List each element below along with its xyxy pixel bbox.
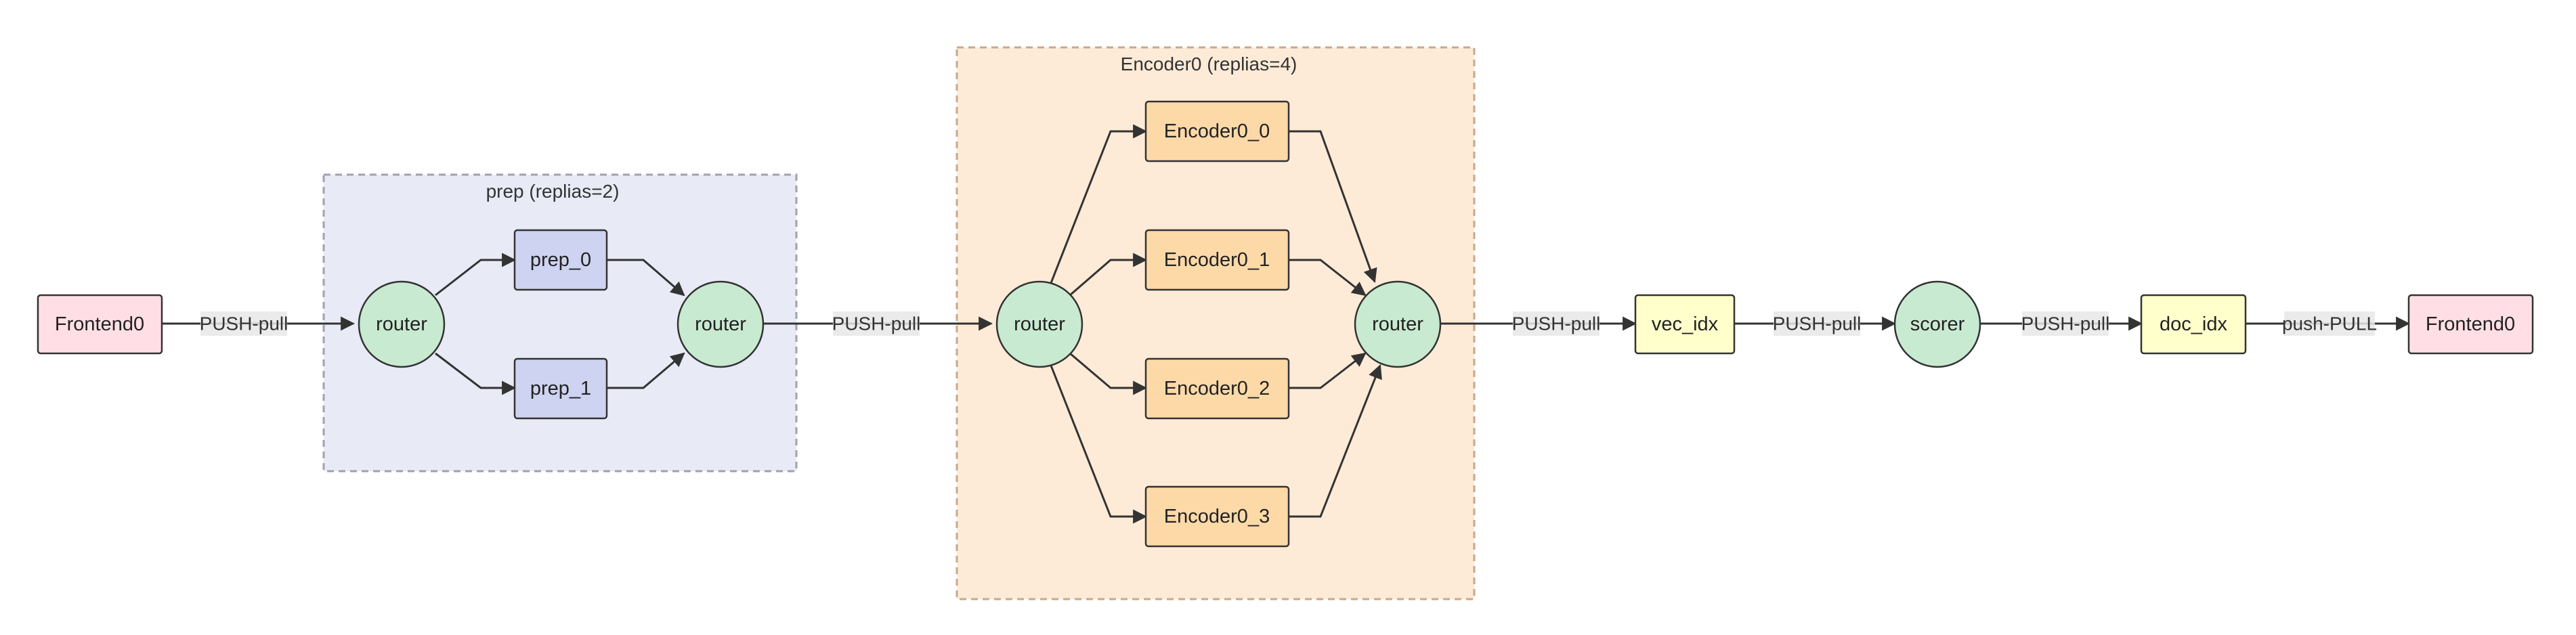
node-prep-1: prep_1 [513,357,608,420]
edge-labels: PUSH-pull PUSH-pull PUSH-pull PUSH-pull … [200,311,2377,336]
svg-text:PUSH-pull: PUSH-pull [200,313,288,334]
edge-label-4: PUSH-pull [1773,311,1862,336]
node-vec-idx: vec_idx [1634,294,1736,355]
node-encoder0-2: Encoder0_2 [1144,357,1290,420]
node-router-2: router [677,280,765,368]
svg-text:router: router [1372,313,1423,335]
svg-text:router: router [376,313,427,335]
edge-label-6: push-PULL [2282,311,2377,336]
edge-enc1-router4 [1289,259,1367,297]
cluster-prep-label: prep (replias=2) [486,181,620,202]
edge-prep1-router2 [607,352,685,389]
node-encoder0-0: Encoder0_0 [1144,100,1290,162]
svg-text:router: router [1014,313,1065,335]
node-doc-idx: doc_idx [2140,294,2247,355]
edge-router3-enc3 [1050,365,1148,524]
node-router-1: router [358,280,446,368]
edge-router3-enc1 [1069,253,1148,297]
svg-text:doc_idx: doc_idx [2160,313,2227,335]
node-encoder0-1: Encoder0_1 [1144,229,1290,291]
nodes: Frontend0 router prep_0 prep_1 router ro… [37,100,2534,548]
svg-text:scorer: scorer [1910,313,1965,335]
node-router-3: router [995,280,1083,368]
node-router-4: router [1354,280,1442,368]
edge-prep0-router2 [607,259,685,297]
edge-enc0-router4 [1289,130,1377,283]
svg-text:prep_0: prep_0 [530,249,591,271]
svg-text:vec_idx: vec_idx [1652,313,1719,335]
node-prep-0: prep_0 [513,229,608,291]
edge-label-5: PUSH-pull [2021,311,2110,336]
node-frontend-in: Frontend0 [37,294,163,355]
edge-label-1: PUSH-pull [200,311,288,336]
edge-router3-enc0 [1050,124,1148,284]
node-scorer: scorer [1893,280,1981,368]
svg-text:Encoder0_1: Encoder0_1 [1164,249,1270,271]
svg-text:Encoder0_2: Encoder0_2 [1164,378,1270,399]
svg-text:PUSH-pull: PUSH-pull [832,313,921,334]
svg-text:PUSH-pull: PUSH-pull [1512,313,1601,334]
svg-text:PUSH-pull: PUSH-pull [1773,313,1862,334]
edge-label-3: PUSH-pull [1512,311,1601,336]
edge-enc3-router4 [1289,364,1382,518]
node-encoder0-3: Encoder0_3 [1144,485,1290,548]
node-frontend-out: Frontend0 [2407,294,2534,355]
edge-label-2: PUSH-pull [832,311,921,336]
svg-text:PUSH-pull: PUSH-pull [2021,313,2110,334]
svg-text:router: router [695,313,746,335]
edge-router3-enc2 [1069,352,1148,395]
svg-text:Frontend0: Frontend0 [2426,313,2515,335]
edge-router1-prep1 [435,352,517,395]
cluster-encoder-label: Encoder0 (replias=4) [1121,53,1297,74]
svg-text:push-PULL: push-PULL [2282,313,2377,334]
svg-text:prep_1: prep_1 [530,378,591,399]
svg-text:Encoder0_3: Encoder0_3 [1164,506,1270,527]
edge-router1-prep0 [435,253,517,297]
edge-enc2-router4 [1289,352,1367,389]
svg-text:Encoder0_0: Encoder0_0 [1164,121,1270,142]
svg-text:Frontend0: Frontend0 [55,313,144,335]
